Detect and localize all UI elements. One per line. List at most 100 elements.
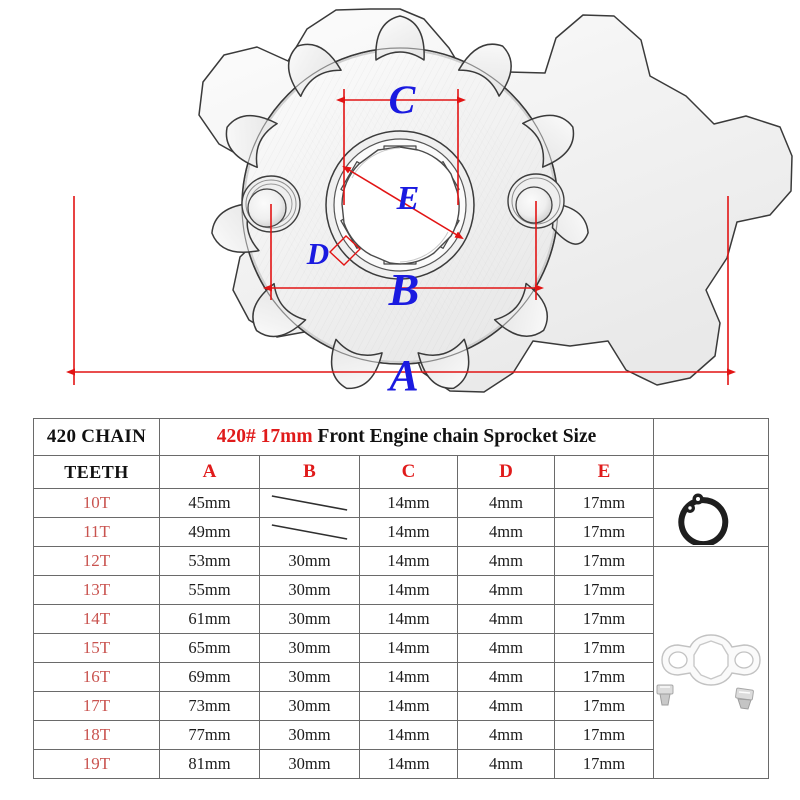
- cell-b: 30mm: [259, 720, 360, 750]
- table-title: 420# 17mm Front Engine chain Sprocket Si…: [158, 418, 655, 456]
- cell-teeth: 19T: [33, 749, 160, 779]
- cell-e: 17mm: [553, 691, 655, 721]
- label-b: B: [388, 264, 420, 315]
- cell-d: 4mm: [457, 488, 555, 518]
- cell-c: 14mm: [359, 575, 458, 605]
- table-row: 18T 77mm 30mm 14mm 4mm 17mm: [33, 720, 769, 750]
- table-column-header-row: TEETH A B C D E: [33, 455, 770, 489]
- cell-e: 17mm: [553, 720, 655, 750]
- cell-a: 49mm: [159, 517, 260, 547]
- cell-b: 30mm: [259, 749, 360, 779]
- cell-d: 4mm: [457, 720, 555, 750]
- sprocket-drawing: C E D B A: [66, 8, 793, 400]
- table-row: 10T 45mm 14mm 4mm 17mm: [33, 488, 770, 547]
- cell-e: 17mm: [553, 662, 655, 692]
- cell-b-na: [259, 488, 360, 518]
- cell-e: 17mm: [553, 488, 655, 518]
- cell-b: 30mm: [259, 575, 360, 605]
- table-row: 16T 69mm 30mm 14mm 4mm 17mm: [33, 662, 769, 692]
- cell-teeth: 15T: [33, 633, 160, 663]
- cell-d: 4mm: [457, 749, 555, 779]
- column-header-d: D: [457, 455, 555, 489]
- snap-ring-image-cell: [653, 488, 770, 547]
- cell-b: 30mm: [259, 662, 360, 692]
- table-title-row: 420 CHAIN 420# 17mm Front Engine chain S…: [33, 418, 770, 456]
- table-row: 13T 55mm 30mm 14mm 4mm 17mm: [33, 575, 769, 605]
- label-e: E: [396, 180, 420, 217]
- cell-c: 14mm: [359, 691, 458, 721]
- cell-teeth: 13T: [33, 575, 160, 605]
- table-row: 19T 81mm 30mm 14mm 4mm 17mm: [33, 749, 769, 779]
- table-row: 12T 53mm 30mm 14mm 4mm 17mm: [33, 546, 770, 779]
- label-c: C: [389, 77, 417, 122]
- cell-a: 61mm: [159, 604, 260, 634]
- cell-c: 14mm: [359, 604, 458, 634]
- table-row: 11T 49mm 14mm 4mm 17mm: [33, 517, 769, 547]
- cell-b: 30mm: [259, 633, 360, 663]
- dimension-letters: C E D B A: [306, 77, 420, 400]
- cell-c: 14mm: [359, 546, 458, 576]
- not-applicable-dash-icon: [260, 490, 359, 516]
- dimension-d: [328, 235, 362, 266]
- table-title-highlight: 420# 17mm: [216, 426, 313, 447]
- cell-d: 4mm: [457, 604, 555, 634]
- cell-d: 4mm: [457, 517, 555, 547]
- cell-b-na: [259, 517, 360, 547]
- cell-teeth: 12T: [33, 546, 160, 576]
- cell-c: 14mm: [359, 633, 458, 663]
- cell-teeth: 16T: [33, 662, 160, 692]
- chain-type-label: 420 CHAIN: [33, 418, 160, 456]
- cell-b: 30mm: [259, 604, 360, 634]
- cell-a: 69mm: [159, 662, 260, 692]
- cell-d: 4mm: [457, 546, 555, 576]
- cell-teeth: 17T: [33, 691, 160, 721]
- cell-b: 30mm: [259, 546, 360, 576]
- cell-b: 30mm: [259, 691, 360, 721]
- cell-a: 65mm: [159, 633, 260, 663]
- column-header-e: E: [553, 455, 655, 489]
- retainer-plate-drawing: [656, 633, 761, 710]
- cell-c: 14mm: [359, 749, 458, 779]
- cell-a: 81mm: [159, 749, 260, 779]
- cell-a: 77mm: [159, 720, 260, 750]
- cell-a: 53mm: [159, 546, 260, 576]
- cell-c: 14mm: [359, 488, 458, 518]
- cell-e: 17mm: [553, 575, 655, 605]
- dimension-annotations: [66, 89, 736, 385]
- cell-teeth: 11T: [33, 517, 160, 547]
- cell-c: 14mm: [359, 517, 458, 547]
- cell-teeth: 10T: [33, 488, 160, 518]
- label-a: A: [386, 351, 418, 400]
- snap-ring-icon: [654, 489, 768, 546]
- cell-a: 55mm: [159, 575, 260, 605]
- cell-c: 14mm: [359, 720, 458, 750]
- retaining-ring-drawing: [678, 493, 729, 545]
- cell-a: 73mm: [159, 691, 260, 721]
- column-header-b: B: [259, 455, 360, 489]
- table-row: 17T 73mm 30mm 14mm 4mm 17mm: [33, 691, 769, 721]
- cell-d: 4mm: [457, 691, 555, 721]
- column-header-teeth: TEETH: [33, 455, 160, 489]
- table-title-rest: Front Engine chain Sprocket Size: [312, 426, 597, 447]
- cell-e: 17mm: [553, 633, 655, 663]
- sprocket-spec-table: 420 CHAIN 420# 17mm Front Engine chain S…: [33, 418, 770, 779]
- retainer-plate-image-cell: [653, 546, 770, 779]
- sprocket-diagram: C E D B A: [66, 8, 793, 400]
- parts-image-subheader-cell: [653, 455, 770, 489]
- dimension-e: [342, 165, 464, 240]
- label-d: D: [306, 236, 329, 271]
- cell-teeth: 14T: [33, 604, 160, 634]
- spec-table-container: 420 CHAIN 420# 17mm Front Engine chain S…: [33, 418, 770, 779]
- cell-d: 4mm: [457, 633, 555, 663]
- cell-e: 17mm: [553, 517, 655, 547]
- cell-e: 17mm: [553, 604, 655, 634]
- cell-e: 17mm: [553, 546, 655, 576]
- retainer-plate-icon: [654, 547, 768, 778]
- dimension-b: [263, 201, 544, 300]
- bolt-left: [656, 684, 674, 705]
- column-header-c: C: [359, 455, 458, 489]
- cell-d: 4mm: [457, 662, 555, 692]
- column-header-a: A: [159, 455, 260, 489]
- cell-e: 17mm: [553, 749, 655, 779]
- cell-d: 4mm: [457, 575, 555, 605]
